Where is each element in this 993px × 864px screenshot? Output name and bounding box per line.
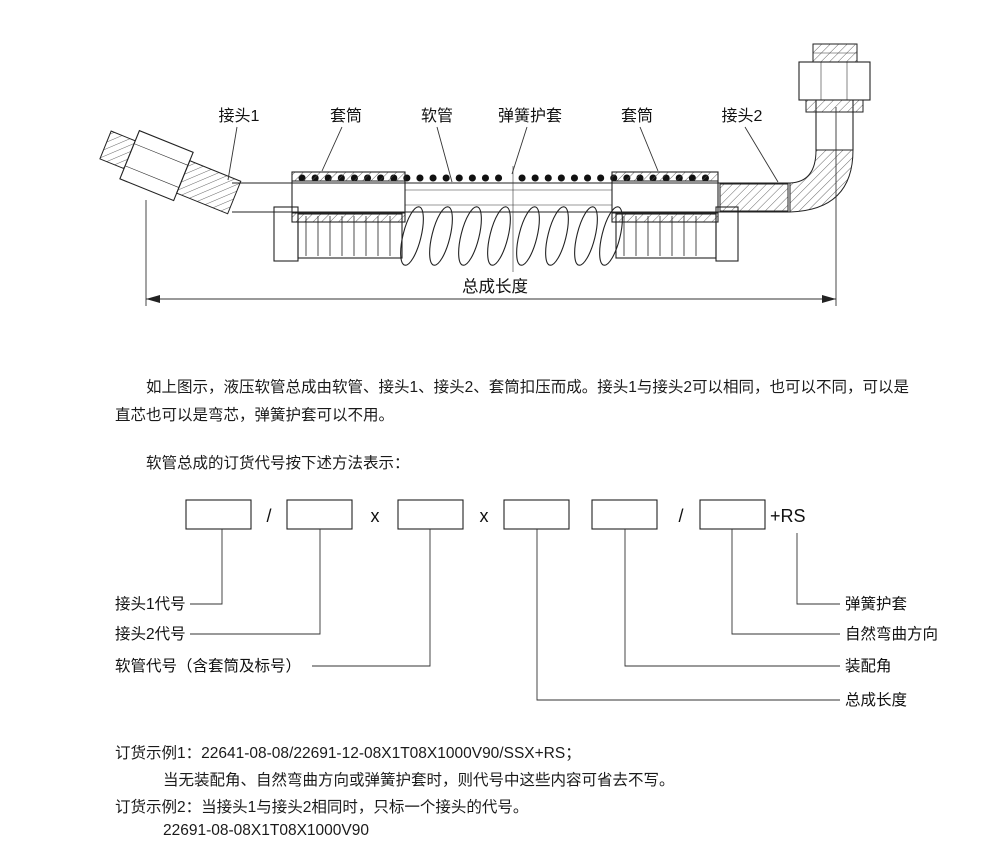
order-example-1: 订货示例1：22641-08-08/22691-12-08X1T08X1000V… xyxy=(115,745,581,762)
code-box-angle xyxy=(591,499,658,530)
label-assembly-angle: 装配角 xyxy=(845,657,892,675)
order-example-2: 订货示例2：当接头1与接头2相同时，只标一个接头的代号。 xyxy=(115,799,529,816)
code-separator-2: x xyxy=(371,506,380,526)
code-leader-lines xyxy=(190,529,840,701)
code-field-labels: 接头1代号 接头2代号 软管代号（含套筒及标号） 弹簧护套 自然弯曲方向 装配角… xyxy=(115,595,938,709)
order-example-2-code: 22691-08-08X1T08X1000V90 xyxy=(163,822,369,839)
connector1-drawing xyxy=(99,129,242,215)
code-box-bend xyxy=(699,499,766,530)
label-connector1: 接头1 xyxy=(219,107,260,125)
code-suffix-rs: +RS xyxy=(770,506,806,526)
label-spring-sheath: 弹簧护套 xyxy=(498,106,562,125)
label-sleeve-left: 套筒 xyxy=(330,107,362,125)
code-separator-3: x xyxy=(480,506,489,526)
code-box-hose xyxy=(397,499,464,530)
label-connector2-code: 接头2代号 xyxy=(115,625,186,643)
part-labels: 接头1 套筒 软管 弹簧护套 套筒 接头2 xyxy=(219,106,779,183)
code-box-connector1 xyxy=(185,499,252,530)
label-connector1-code: 接头1代号 xyxy=(115,595,186,613)
dimension-arrow-left xyxy=(146,295,160,303)
assembly-length-dimension: 总成长度 xyxy=(145,107,837,306)
code-separator-1: / xyxy=(266,506,271,526)
code-box-connector2 xyxy=(286,499,353,530)
label-spring-sheath-code: 弹簧护套 xyxy=(845,595,907,613)
sleeve-left-exterior xyxy=(273,206,403,262)
spring-guard-exterior xyxy=(400,206,623,266)
code-separator-4: / xyxy=(678,506,683,526)
code-box-length xyxy=(503,499,570,530)
sleeve-left-drawing xyxy=(291,171,406,223)
connector2-nut xyxy=(798,61,871,101)
order-code-intro: 软管总成的订货代号按下述方法表示： xyxy=(146,455,410,472)
description-paragraph: 如上图示，液压软管总成由软管、接头1、接头2、套筒扣压而成。接头1与接头2可以相… xyxy=(115,379,909,424)
connector2-collar xyxy=(805,99,864,113)
dimension-label: 总成长度 xyxy=(462,277,528,296)
code-boxes: / x x / +RS xyxy=(185,499,806,530)
label-connector2: 接头2 xyxy=(722,107,763,125)
label-sleeve-right: 套筒 xyxy=(621,107,653,125)
sleeve-right-drawing xyxy=(611,171,719,223)
connector2-drawing xyxy=(789,43,871,213)
label-hose-code: 软管代号（含套筒及标号） xyxy=(115,657,301,675)
hose-body xyxy=(232,182,790,213)
dimension-arrow-right xyxy=(822,295,836,303)
label-hose: 软管 xyxy=(421,107,453,125)
hose-assembly-drawing: 接头1 套筒 软管 弹簧护套 套筒 接头2 总成长度 xyxy=(99,43,871,306)
sleeve-right-exterior xyxy=(615,206,739,262)
order-code-diagram: / x x / +RS 接头1代号 接头2代号 软管代号（含套筒及标号） 弹簧护… xyxy=(115,499,938,709)
connector1-shaft xyxy=(176,160,242,215)
order-example-note: 当无装配角、自然弯曲方向或弹簧护套时，则代号中这些内容可省去不写。 xyxy=(163,772,675,789)
label-bend-direction: 自然弯曲方向 xyxy=(845,625,938,643)
label-assembly-length: 总成长度 xyxy=(845,691,907,709)
